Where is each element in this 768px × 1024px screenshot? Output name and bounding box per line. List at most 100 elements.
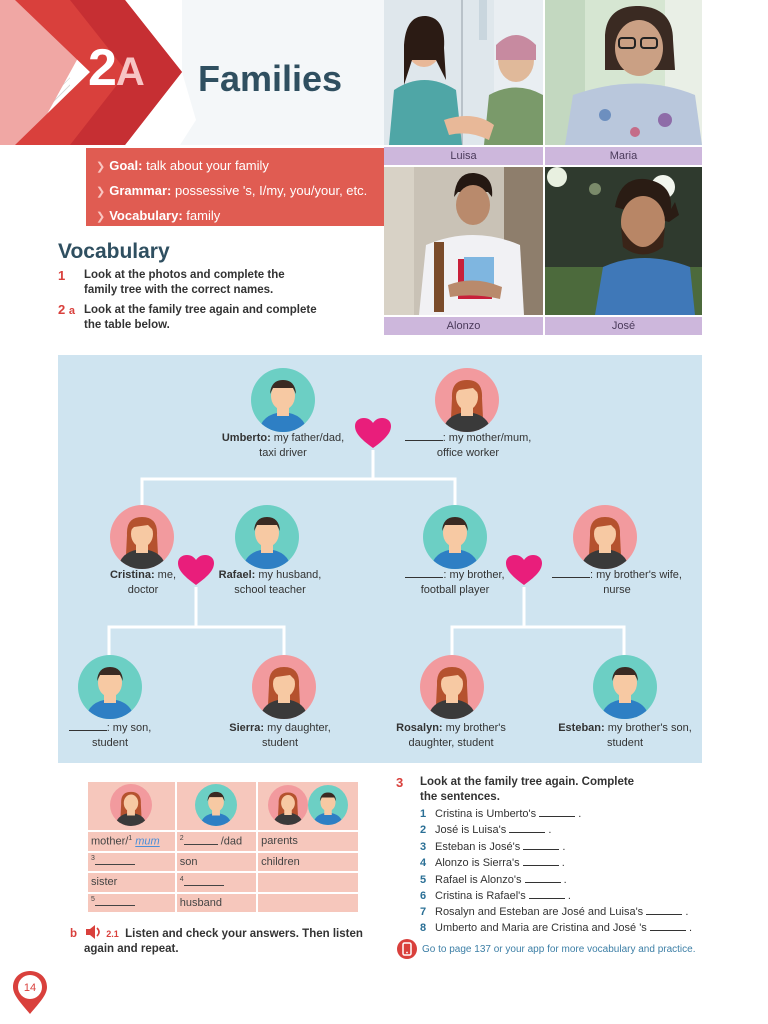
sentence-number: 2 (420, 824, 427, 836)
table-cell: sister (86, 871, 177, 894)
answer-blank[interactable] (552, 569, 591, 578)
exercise-1-number: 1 (58, 268, 66, 283)
female-avatar-icon (573, 505, 637, 569)
answer-blank[interactable] (539, 809, 576, 817)
female-avatar-icon (110, 783, 153, 826)
chevron-right-icon: ❯ (96, 186, 106, 198)
photo-jose (545, 167, 702, 315)
table-header-cell (174, 780, 259, 832)
photo-luisa (384, 0, 543, 145)
photo-caption-maria: Maria (545, 147, 702, 165)
table-row: 3 son children (86, 850, 360, 873)
sentence-number: 7 (420, 906, 427, 918)
female-avatar-icon (420, 655, 484, 719)
goto-practice-link[interactable]: Go to page 137 or your app for more voca… (396, 938, 696, 960)
tree-label-umberto: Umberto: my father/dad,taxi driver (221, 432, 345, 459)
sentence-number: 6 (420, 890, 427, 902)
page-title: Families (198, 58, 343, 99)
sentence-number: 3 (420, 841, 427, 853)
audio-speaker-icon[interactable] (85, 924, 103, 940)
table-header-cell (256, 780, 360, 832)
tree-label-brothers-wife: : my brother's wife,nurse (548, 568, 686, 598)
sentence-item: Rosalyn and Esteban are José and Luisa's… (435, 906, 689, 918)
sentence-number: 4 (420, 857, 427, 869)
table-cell: son (174, 850, 259, 873)
tree-label-son: : my son,student (58, 721, 162, 751)
answer-blank[interactable] (649, 923, 686, 931)
tree-label-rafael: Rafael: my husband,school teacher (218, 569, 322, 596)
table-row: 5 husband (86, 891, 360, 914)
male-avatar-icon (593, 655, 657, 719)
table-header-cell (86, 780, 177, 832)
sentence-number: 1 (420, 808, 427, 820)
page-number: 14 (23, 982, 37, 994)
male-avatar-icon (308, 784, 349, 825)
table-row: mother/1 mum 2 /dad parents (86, 830, 360, 853)
exercise-2a-instruction: Look at the family tree again and comple… (84, 304, 317, 331)
exercise-3-number: 3 (396, 775, 404, 790)
unit-chevron (0, 0, 384, 145)
sentence-item: Umberto and Maria are Cristina and José … (435, 922, 692, 934)
table-cell[interactable]: 3 (86, 850, 177, 873)
family-tree-lines (107, 450, 626, 655)
chevron-right-icon: ❯ (96, 161, 106, 173)
sentence-number: 8 (420, 922, 427, 934)
male-avatar-icon (78, 655, 142, 719)
table-cell: mother/1 mum (86, 830, 177, 853)
table-header-row (86, 780, 360, 832)
sentence-number: 5 (420, 874, 427, 886)
table-cell[interactable]: 4 (174, 871, 259, 894)
answer-blank[interactable] (405, 569, 444, 578)
table-cell[interactable]: 2 /dad (174, 830, 259, 853)
answer-blank[interactable] (528, 891, 565, 899)
tree-label-mother: : my mother/mum,office worker (388, 431, 548, 461)
family-words-table: mother/1 mum 2 /dad parents 3 son childr… (86, 780, 360, 914)
tree-label-sierra: Sierra: my daughter,student (229, 722, 331, 749)
table-cell: children (256, 850, 360, 873)
tree-label-cristina: Cristina: me,doctor (109, 569, 177, 596)
table-cell (256, 891, 360, 914)
chevron-right-icon: ❯ (96, 211, 106, 223)
photo-caption-alonzo: Alonzo (384, 317, 543, 335)
male-avatar-icon (235, 505, 299, 569)
male-avatar-icon (251, 368, 315, 432)
heart-icon (178, 555, 214, 585)
exercise-2b: b 2.1 Listen and check your answers. The… (70, 924, 363, 957)
female-avatar-icon (268, 784, 309, 825)
unit-number: 2A (88, 39, 145, 97)
table-cell: husband (174, 891, 259, 914)
answer-blank[interactable] (523, 842, 560, 850)
goal-box: ❯Goal: talk about your family ❯Grammar: … (86, 148, 384, 226)
heart-icon (506, 555, 542, 585)
female-avatar-icon (252, 655, 316, 719)
vocabulary-line: ❯Vocabulary: family (96, 208, 221, 223)
answer-blank[interactable] (522, 858, 559, 866)
table-cell: parents (256, 830, 360, 853)
sentence-item: José is Luisa's . (435, 824, 552, 836)
family-tree: Umberto: my father/dad,taxi driver : my … (58, 355, 702, 763)
answer-blank[interactable] (404, 432, 443, 441)
photo-alonzo (384, 167, 543, 315)
answer-blank[interactable] (509, 825, 546, 833)
photo-caption-jose: José (545, 317, 702, 335)
heart-icon (355, 418, 391, 448)
photo-caption-luisa: Luisa (384, 147, 543, 165)
table-cell[interactable]: 5 (86, 891, 177, 914)
exercise-2-number: 2 a (58, 302, 75, 317)
exercise-1-instruction: Look at the photos and complete the fami… (84, 269, 285, 296)
grammar-line: ❯Grammar: possessive 's, I/my, you/your,… (96, 183, 368, 198)
sentence-item: Esteban is José's . (435, 841, 566, 853)
sentence-item: Cristina is Rafael's . (435, 890, 571, 902)
female-avatar-icon (110, 505, 174, 569)
answer-blank[interactable] (646, 907, 683, 915)
photo-maria (545, 0, 702, 145)
answer-blank[interactable] (68, 722, 107, 731)
female-avatar-icon (435, 368, 499, 432)
page-number-badge-icon (13, 971, 47, 1014)
table-row: sister 4 (86, 871, 360, 894)
male-avatar-icon (423, 505, 487, 569)
answer-blank[interactable] (524, 875, 561, 883)
goal-line: ❯Goal: talk about your family (96, 158, 269, 173)
